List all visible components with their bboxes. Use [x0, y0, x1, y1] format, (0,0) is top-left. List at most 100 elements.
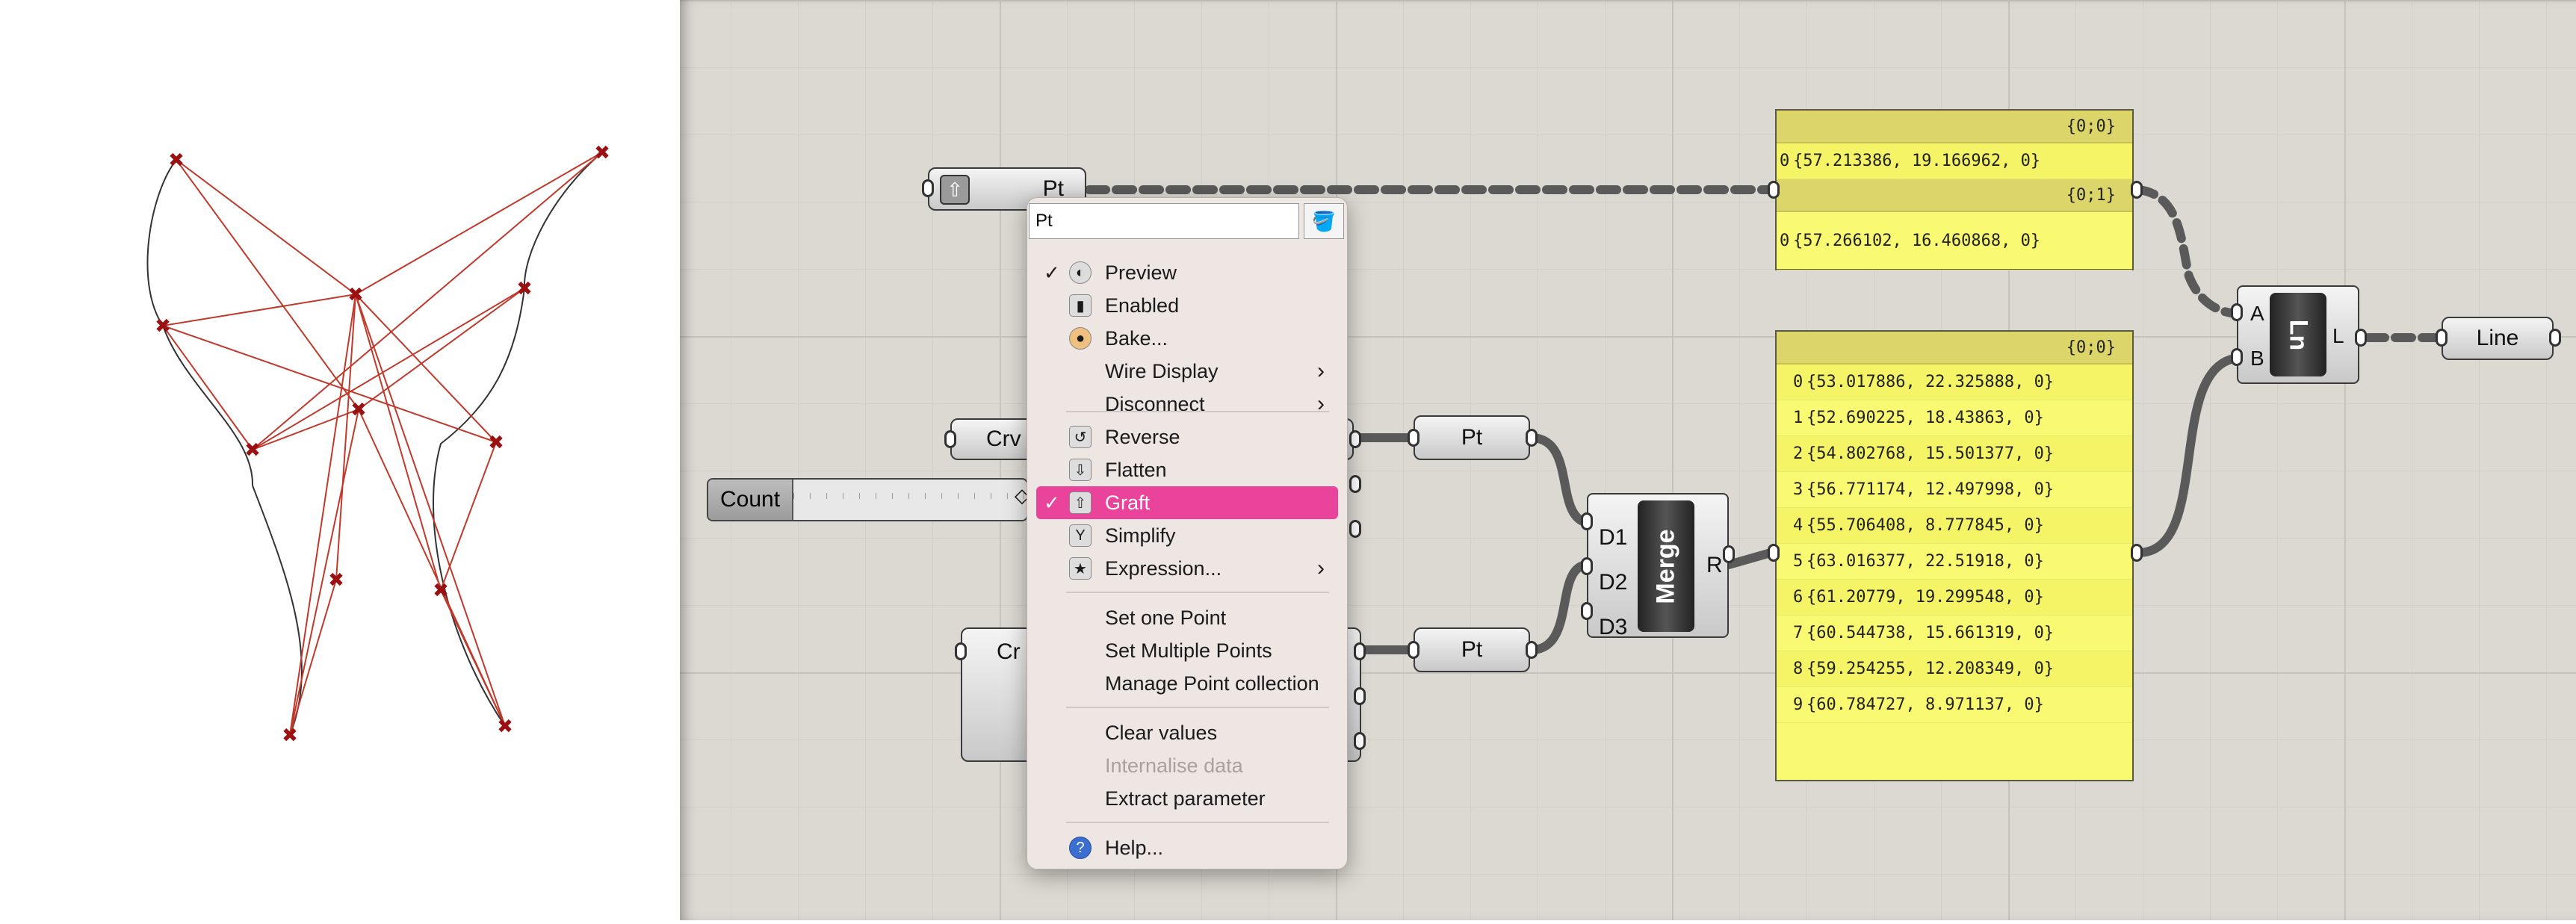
- panel-bottom[interactable]: {0;0} 0{53.017886, 22.325888, 0}1{52.690…: [1775, 330, 2134, 781]
- expression-icon: ★: [1069, 557, 1092, 580]
- row-value: {57.266102, 16.460868, 0}: [1793, 232, 2041, 250]
- panel-top-row-1: 0{57.213386, 19.166962, 0}: [1777, 143, 2132, 179]
- menu-item-help[interactable]: ?Help...: [1036, 831, 1338, 864]
- row-index: 3: [1793, 480, 1803, 499]
- menu-item-graft[interactable]: ✓⇧Graft: [1036, 486, 1338, 519]
- check-icon: ✓: [1044, 261, 1060, 284]
- line-param-component[interactable]: Line: [2442, 317, 2554, 360]
- panel-top-header-1: {0;0}: [1777, 111, 2132, 143]
- line-param-in-port[interactable]: [2436, 329, 2447, 347]
- line-param-out-port[interactable]: [2549, 329, 2561, 347]
- menu-label: Set Multiple Points: [1105, 639, 1272, 662]
- panel-top[interactable]: {0;0} 0{57.213386, 19.166962, 0} {0;1} 0…: [1775, 109, 2134, 270]
- point-marker: ✖: [594, 142, 610, 164]
- preview-icon: ◐: [1069, 261, 1092, 284]
- menu-item-clear-values[interactable]: Clear values: [1036, 716, 1338, 749]
- menu-label: Bake...: [1105, 326, 1168, 350]
- line-input-a[interactable]: A: [2250, 302, 2264, 325]
- menu-item-reverse[interactable]: ↺Reverse: [1036, 421, 1338, 453]
- point-marker: ✖: [244, 439, 261, 462]
- row-value: {61.20779, 19.299548, 0}: [1806, 588, 2044, 607]
- merge-port-d2[interactable]: [1581, 557, 1593, 575]
- menu-item-bake[interactable]: ● Bake...: [1036, 322, 1338, 355]
- crv-input-port-2[interactable]: [955, 642, 967, 660]
- paint-bucket-icon[interactable]: 🪣: [1304, 203, 1344, 239]
- merge-component[interactable]: D1 D2 D3 Merge R: [1587, 493, 1729, 639]
- menu-item-wire-display[interactable]: Wire Display›: [1036, 355, 1338, 388]
- bake-icon: ●: [1069, 327, 1092, 350]
- point-marker: ✖: [168, 149, 185, 172]
- pt-output-1-in-port[interactable]: [1408, 429, 1419, 447]
- panel-bottom-row: 4{55.706408, 8.777845, 0}: [1777, 508, 2132, 544]
- crv-output-port-1c[interactable]: [1349, 520, 1361, 538]
- crv-output-port-1b[interactable]: [1349, 475, 1361, 493]
- menu-item-preview[interactable]: ✓ ◐ Preview: [1036, 256, 1338, 289]
- crv-output-port-2b[interactable]: [1354, 687, 1366, 705]
- menu-item-enabled[interactable]: ▮Enabled: [1036, 289, 1338, 322]
- curve-1b: [252, 485, 303, 736]
- row-index: 0: [1793, 373, 1803, 391]
- merge-port-d3[interactable]: [1581, 602, 1593, 620]
- menu-item-set-one-point[interactable]: Set one Point: [1036, 601, 1338, 634]
- merge-port-r[interactable]: [1723, 545, 1735, 563]
- grasshopper-canvas[interactable]: [680, 0, 2576, 920]
- crv-output-port-1[interactable]: [1349, 430, 1361, 448]
- enabled-icon: ▮: [1069, 294, 1092, 317]
- count-slider-track[interactable]: ◇ 4: [793, 480, 1027, 520]
- panel-top-in-port[interactable]: [1768, 181, 1780, 199]
- row-value: {60.784727, 8.971137, 0}: [1806, 695, 2044, 714]
- pt-output-component-1[interactable]: Pt: [1414, 415, 1530, 460]
- crv-output-port-2c[interactable]: [1354, 732, 1366, 750]
- slider-grip-icon[interactable]: ◇: [1015, 484, 1028, 506]
- panel-bottom-header: {0;0}: [1777, 332, 2132, 365]
- pt-output-2-out-port[interactable]: [1526, 641, 1538, 659]
- panel-bottom-row: 2{54.802768, 15.501377, 0}: [1777, 436, 2132, 472]
- rhino-viewport[interactable]: ✖ ✖ ✖ ✖ ✖ ✖ ✖ ✖ ✖ ✖ ✖ ✖: [0, 0, 680, 920]
- simplify-icon: Y: [1069, 524, 1092, 547]
- menu-item-manage-point-collection[interactable]: Manage Point collection: [1036, 667, 1338, 700]
- param-name-input[interactable]: [1029, 203, 1299, 239]
- menu-item-set-multiple-points[interactable]: Set Multiple Points: [1036, 634, 1338, 667]
- panel-bottom-row: 5{63.016377, 22.51918, 0}: [1777, 544, 2132, 580]
- menu-item-flatten[interactable]: ⇩Flatten: [1036, 453, 1338, 486]
- merge-output-r[interactable]: R: [1706, 553, 1723, 577]
- chevron-right-icon: ›: [1317, 391, 1325, 416]
- merge-input-d1[interactable]: D1: [1599, 525, 1628, 550]
- reverse-icon: ↺: [1069, 426, 1092, 448]
- menu-item-expression[interactable]: ★Expression...›: [1036, 552, 1338, 585]
- context-menu: 🪣 ✓ ◐ Preview ▮Enabled ● Bake... Wire Displ…: [1027, 197, 1348, 869]
- pt-output-component-2[interactable]: Pt: [1414, 627, 1530, 672]
- menu-label: Internalise data: [1105, 754, 1243, 777]
- pt-param-input-port[interactable]: [922, 179, 934, 197]
- merge-port-d1[interactable]: [1581, 512, 1593, 530]
- line-input-b[interactable]: B: [2250, 347, 2264, 370]
- menu-item-extract-parameter[interactable]: Extract parameter: [1036, 782, 1338, 815]
- line-port-l[interactable]: [2355, 329, 2367, 347]
- panel-bottom-row: 7{60.544738, 15.661319, 0}: [1777, 616, 2132, 651]
- panel-bottom-in-port[interactable]: [1768, 544, 1780, 562]
- crv-output-port-2[interactable]: [1354, 642, 1366, 660]
- line-output-l[interactable]: L: [2332, 324, 2344, 347]
- menu-label: Preview: [1105, 261, 1177, 284]
- line-port-a[interactable]: [2231, 303, 2243, 321]
- crv-input-port-1[interactable]: [944, 430, 956, 448]
- pt-output-1-out-port[interactable]: [1526, 429, 1538, 447]
- menu-item-disconnect[interactable]: Disconnect›: [1036, 388, 1338, 421]
- merge-input-d3[interactable]: D3: [1599, 615, 1628, 639]
- panel-bottom-row: 0{53.017886, 22.325888, 0}: [1777, 365, 2132, 400]
- help-icon: ?: [1069, 837, 1092, 859]
- point-marker: ✖: [347, 284, 364, 306]
- panel-top-out-port[interactable]: [2131, 181, 2143, 199]
- count-slider[interactable]: Count ◇ 4: [707, 478, 1028, 521]
- line-port-b[interactable]: [2231, 348, 2243, 366]
- point-marker: ✖: [433, 580, 449, 602]
- panel-bottom-out-port[interactable]: [2131, 544, 2143, 562]
- row-index: 0: [1780, 232, 1790, 250]
- point-marker: ✖: [328, 569, 344, 592]
- pt-output-2-in-port[interactable]: [1408, 641, 1419, 659]
- line-component[interactable]: A B Ln L: [2237, 285, 2359, 384]
- merge-input-d2[interactable]: D2: [1599, 570, 1628, 595]
- line-title-block: Ln: [2270, 293, 2326, 376]
- row-value: {59.254255, 12.208349, 0}: [1806, 660, 2055, 678]
